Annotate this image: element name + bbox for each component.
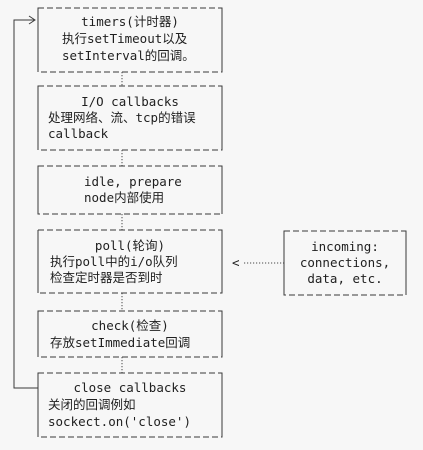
- phase-close-desc-2: sockect.on('close'): [48, 414, 191, 429]
- phase-idle-title: idle, prepare: [84, 174, 182, 189]
- phase-timers-desc-2: setInterval的回调。: [62, 48, 195, 63]
- phase-check-desc: 存放setImmediate回调: [50, 335, 190, 350]
- phase-box-io-callbacks: I/O callbacks 处理网络、流、tcp的错误 callback: [37, 85, 223, 151]
- phase-timers-desc-1: 执行setTimeout以及: [62, 31, 188, 46]
- phase-poll-desc-1: 执行poll中的i/o队列: [50, 254, 178, 269]
- phase-poll-desc-2: 检查定时器是否到时: [50, 270, 163, 285]
- phase-io-desc-2: callback: [48, 126, 109, 141]
- phase-io-title: I/O callbacks: [81, 94, 179, 109]
- phase-check-title: check(检查): [91, 318, 169, 333]
- incoming-arrow: <: [232, 255, 284, 270]
- phase-box-close-callbacks: close callbacks 关闭的回调例如 sockect.on('clos…: [37, 372, 223, 438]
- phase-timers-title: timers(计时器): [81, 14, 179, 29]
- incoming-line-2: connections,: [300, 255, 390, 270]
- incoming-line-3: data, etc.: [307, 271, 382, 286]
- phase-box-idle-prepare: idle, prepare node内部使用: [37, 165, 223, 215]
- incoming-arrow-head: <: [232, 255, 240, 270]
- incoming-box: incoming: connections, data, etc.: [283, 230, 407, 296]
- phase-box-timers: timers(计时器) 执行setTimeout以及 setInterval的回…: [37, 7, 223, 73]
- loop-back-line: [13, 15, 38, 389]
- phase-box-check: check(检查) 存放setImmediate回调: [37, 310, 223, 358]
- incoming-title: incoming:: [311, 239, 379, 254]
- phase-io-desc-1: 处理网络、流、tcp的错误: [48, 110, 196, 125]
- phase-box-poll: poll(轮询) 执行poll中的i/o队列 检查定时器是否到时: [37, 229, 223, 294]
- phase-close-desc-1: 关闭的回调例如: [48, 397, 136, 412]
- phase-poll-title: poll(轮询): [95, 238, 165, 253]
- phase-close-title: close callbacks: [74, 380, 187, 395]
- phase-idle-desc: node内部使用: [84, 190, 164, 205]
